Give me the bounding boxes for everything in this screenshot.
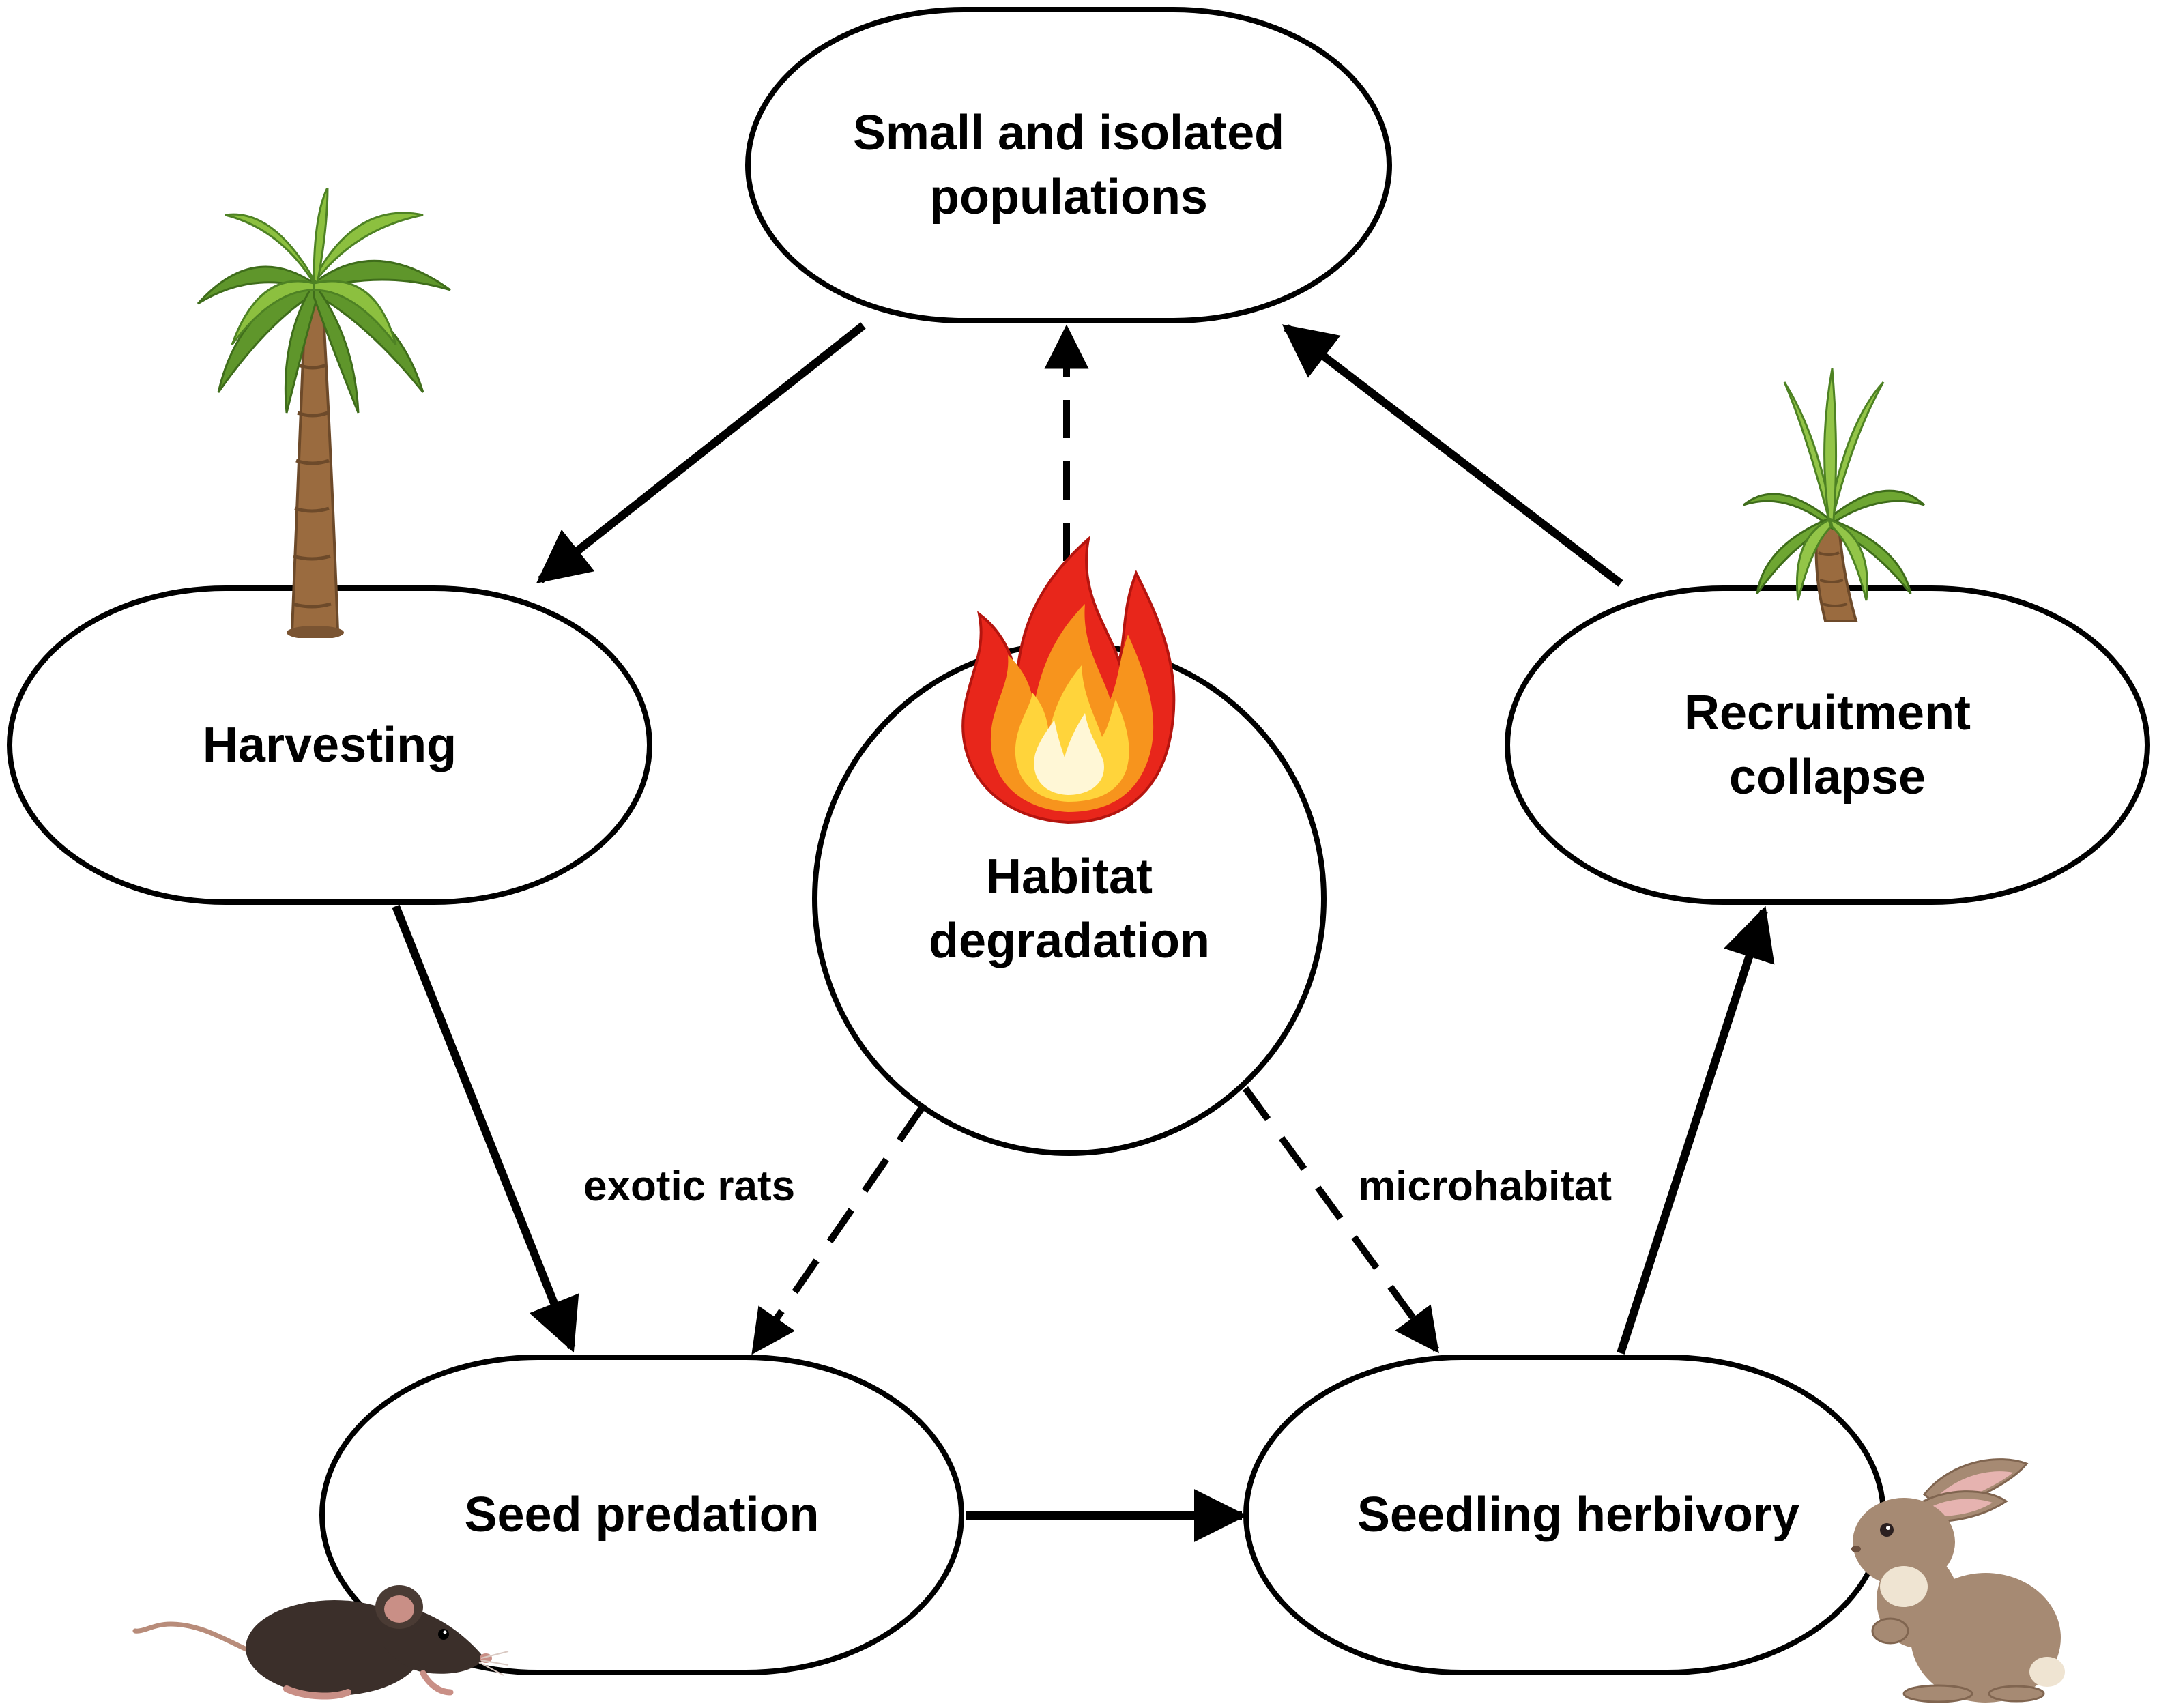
node-recruitment-collapse[interactable]: Recruitment collapse bbox=[1505, 585, 2150, 905]
arrow-small-to-harvesting bbox=[536, 322, 866, 583]
node-label-line2: populations bbox=[929, 170, 1208, 225]
edge-label-exotic-rats: exotic rats bbox=[583, 1163, 796, 1210]
young-palm-icon bbox=[1743, 368, 1926, 622]
edge-label-microhabitat: microhabitat bbox=[1358, 1163, 1612, 1210]
node-label-line1: Habitat bbox=[985, 850, 1153, 904]
node-label: Seed predation bbox=[464, 1488, 820, 1542]
rabbit-icon bbox=[1851, 1458, 2065, 1703]
node-seedling-herbivory[interactable]: Seedling herbivory bbox=[1243, 1355, 1886, 1675]
fire-icon bbox=[961, 535, 1176, 824]
rat-icon bbox=[132, 1585, 509, 1700]
node-label-line2: collapse bbox=[1728, 750, 1926, 805]
arrow-seedling-herbivory-to-recruitment bbox=[1617, 906, 1775, 1355]
arrow-harvesting-to-seed-predation bbox=[392, 904, 579, 1353]
tall-palm-icon bbox=[197, 188, 451, 638]
node-label-line1: Small and isolated bbox=[852, 106, 1285, 160]
node-label-line2: degradation bbox=[928, 914, 1211, 968]
node-small-isolated-populations[interactable]: Small and isolated populations bbox=[745, 7, 1392, 323]
node-label: Small and isolated populations bbox=[853, 101, 1284, 229]
node-label: Habitat degradation bbox=[929, 845, 1210, 973]
dashed-arrow-habitat-to-seedling-herbivory bbox=[1242, 1086, 1440, 1354]
arrow-recruitment-to-small bbox=[1282, 324, 1623, 587]
node-label: Harvesting bbox=[202, 718, 457, 772]
dashed-arrow-habitat-to-seed-predation bbox=[751, 1107, 925, 1355]
node-label-line1: Recruitment bbox=[1683, 686, 1971, 740]
node-label: Recruitment collapse bbox=[1684, 681, 1971, 809]
node-harvesting[interactable]: Harvesting bbox=[7, 585, 652, 905]
node-label: Seedling herbivory bbox=[1357, 1488, 1800, 1542]
